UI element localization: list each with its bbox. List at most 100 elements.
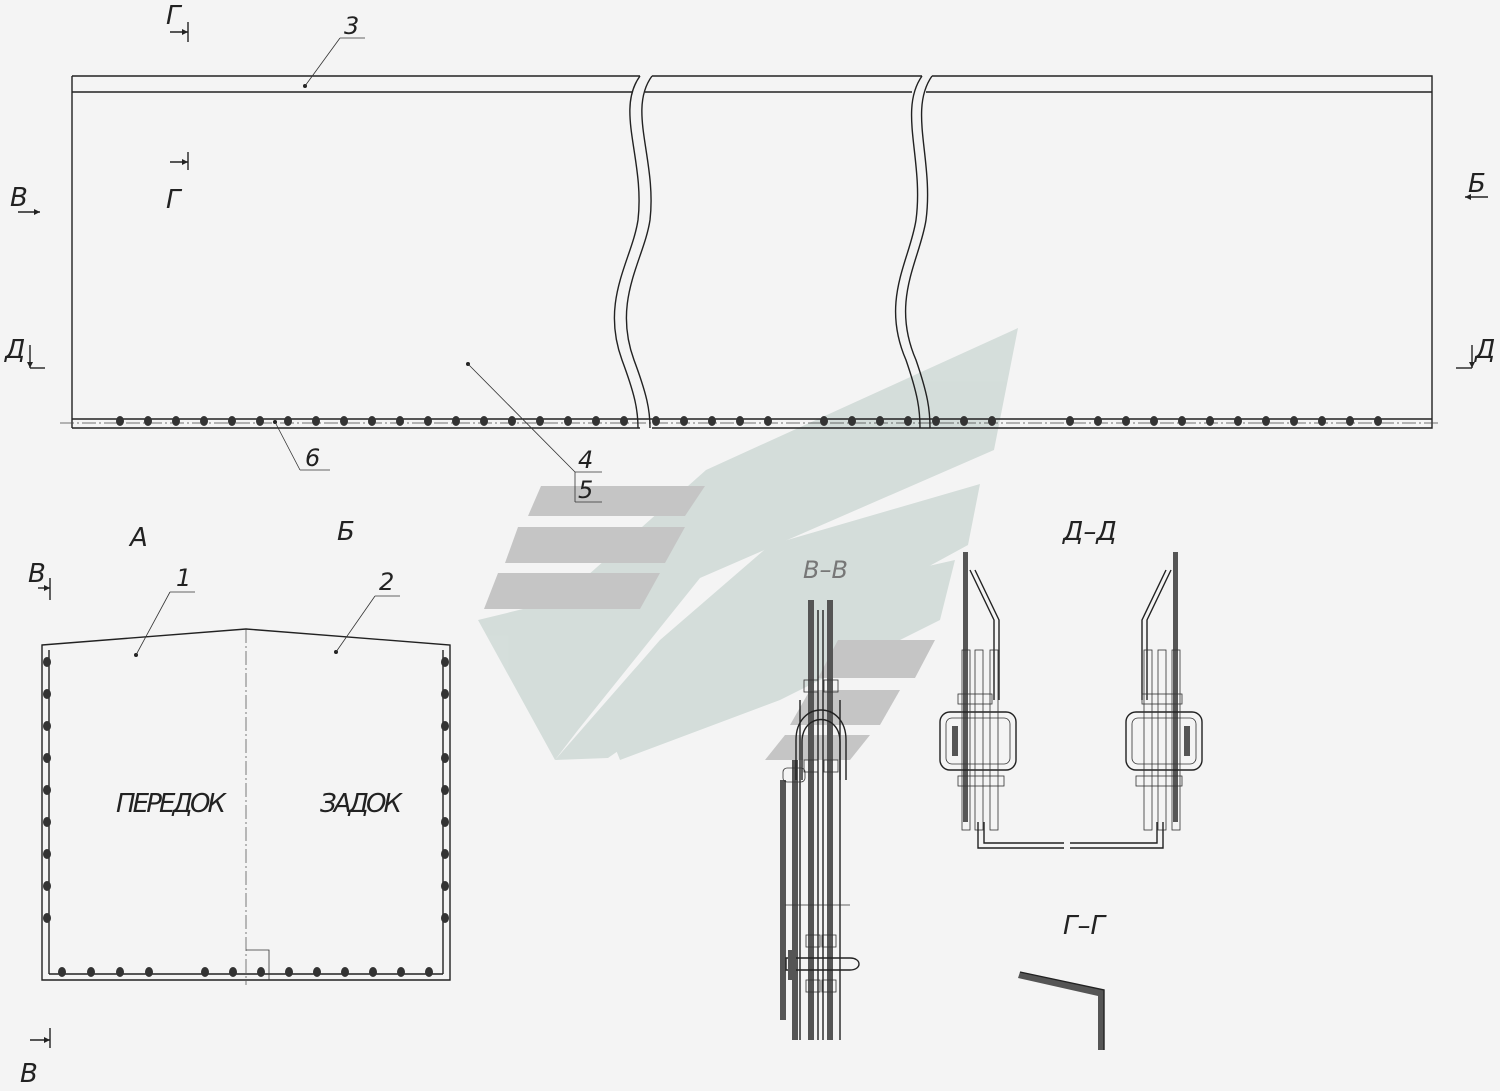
- rivet-icon: [172, 416, 180, 426]
- view-b-label: Б: [337, 517, 355, 547]
- rivet-icon: [508, 416, 516, 426]
- mark-g-mid: Г: [166, 185, 183, 215]
- rivet-icon: [43, 721, 51, 731]
- mark-d-left: Д: [4, 335, 25, 365]
- rivet-icon: [592, 416, 600, 426]
- rivet-icon: [441, 753, 449, 763]
- section-gg-title: Г–Г: [1063, 911, 1107, 941]
- rivet-icon: [424, 416, 432, 426]
- rivet-icon: [313, 967, 321, 977]
- section-vv: [780, 600, 860, 1040]
- rivet-icon: [1178, 416, 1186, 426]
- section-gg: [1018, 971, 1105, 1050]
- rivet-icon: [116, 967, 124, 977]
- rivet-icon: [441, 721, 449, 731]
- rivet-icon: [1374, 416, 1382, 426]
- rivet-icon: [341, 967, 349, 977]
- rivet-icon: [441, 913, 449, 923]
- rivet-icon: [736, 416, 744, 426]
- rivet-icon: [43, 913, 51, 923]
- label-back: ЗАДОК: [320, 789, 404, 819]
- rivet-icon: [441, 817, 449, 827]
- rivet-icon: [988, 416, 996, 426]
- rivet-icon: [876, 416, 884, 426]
- rivet-icon: [145, 967, 153, 977]
- rivet-icon: [43, 689, 51, 699]
- rivet-icon: [441, 689, 449, 699]
- callout-leaders-main: [273, 37, 602, 503]
- rivet-icon: [368, 416, 376, 426]
- view-a-label: А: [128, 523, 148, 553]
- mark-v-top: В: [28, 559, 46, 589]
- rivet-icon: [680, 416, 688, 426]
- rivet-icon: [43, 785, 51, 795]
- rivet-icon: [564, 416, 572, 426]
- rivet-icon: [43, 753, 51, 763]
- rivet-icon: [228, 416, 236, 426]
- callout-4: 4: [578, 446, 593, 474]
- rivet-icon: [43, 881, 51, 891]
- watermark-logo: [478, 328, 1018, 760]
- rivet-icon: [229, 967, 237, 977]
- rivet-icon: [257, 967, 265, 977]
- rivet-icon: [536, 416, 544, 426]
- rivet-icon: [201, 967, 209, 977]
- section-cut-arrow-icon: [30, 578, 51, 1048]
- section-vv-title: В–В: [803, 556, 848, 584]
- rivet-icon: [1290, 416, 1298, 426]
- rivet-icon: [256, 416, 264, 426]
- callout-5: 5: [578, 476, 593, 504]
- rivet-icon: [1318, 416, 1326, 426]
- section-cut-arrow-icon: [18, 22, 1488, 369]
- rivet-icon: [1122, 416, 1130, 426]
- rivet-icon: [369, 967, 377, 977]
- rivet-icon: [285, 967, 293, 977]
- rivet-icon: [960, 416, 968, 426]
- mark-b-right: Б: [1468, 169, 1486, 199]
- section-dd: [939, 552, 1203, 849]
- rivet-icon: [932, 416, 940, 426]
- rivet-icon: [441, 881, 449, 891]
- section-dd-title: Д–Д: [1062, 517, 1117, 547]
- rivet-icon: [652, 416, 660, 426]
- rivet-row-end: [43, 657, 449, 977]
- label-front: ПЕРЕДОК: [116, 789, 228, 819]
- rivet-icon: [58, 967, 66, 977]
- rivet-icon: [1150, 416, 1158, 426]
- rivet-icon: [764, 416, 772, 426]
- rivet-icon: [425, 967, 433, 977]
- rivet-icon: [441, 849, 449, 859]
- rivet-icon: [144, 416, 152, 426]
- rivet-icon: [43, 817, 51, 827]
- rivet-icon: [312, 416, 320, 426]
- rivet-icon: [1234, 416, 1242, 426]
- mark-d-right: Д: [1474, 335, 1495, 365]
- rivet-icon: [708, 416, 716, 426]
- rivet-icon: [1262, 416, 1270, 426]
- rivet-icon: [620, 416, 628, 426]
- rivet-icon: [1346, 416, 1354, 426]
- rivet-icon: [200, 416, 208, 426]
- rivet-icon: [87, 967, 95, 977]
- callout-1: 1: [176, 564, 191, 592]
- rivet-icon: [848, 416, 856, 426]
- mark-g-top: Г: [166, 1, 183, 31]
- rivet-row-main: [116, 416, 1382, 426]
- callout-6: 6: [305, 444, 320, 472]
- mark-v-left: В: [10, 183, 28, 213]
- rivet-icon: [396, 416, 404, 426]
- rivet-icon: [1066, 416, 1074, 426]
- callout-2: 2: [379, 568, 394, 596]
- rivet-icon: [43, 849, 51, 859]
- rivet-icon: [452, 416, 460, 426]
- rivet-icon: [116, 416, 124, 426]
- rivet-icon: [397, 967, 405, 977]
- rivet-icon: [441, 657, 449, 667]
- rivet-icon: [441, 785, 449, 795]
- callout-3: 3: [344, 12, 359, 40]
- rivet-icon: [904, 416, 912, 426]
- mark-v-bottom: В: [20, 1059, 38, 1089]
- rivet-icon: [1206, 416, 1214, 426]
- rivet-icon: [43, 657, 51, 667]
